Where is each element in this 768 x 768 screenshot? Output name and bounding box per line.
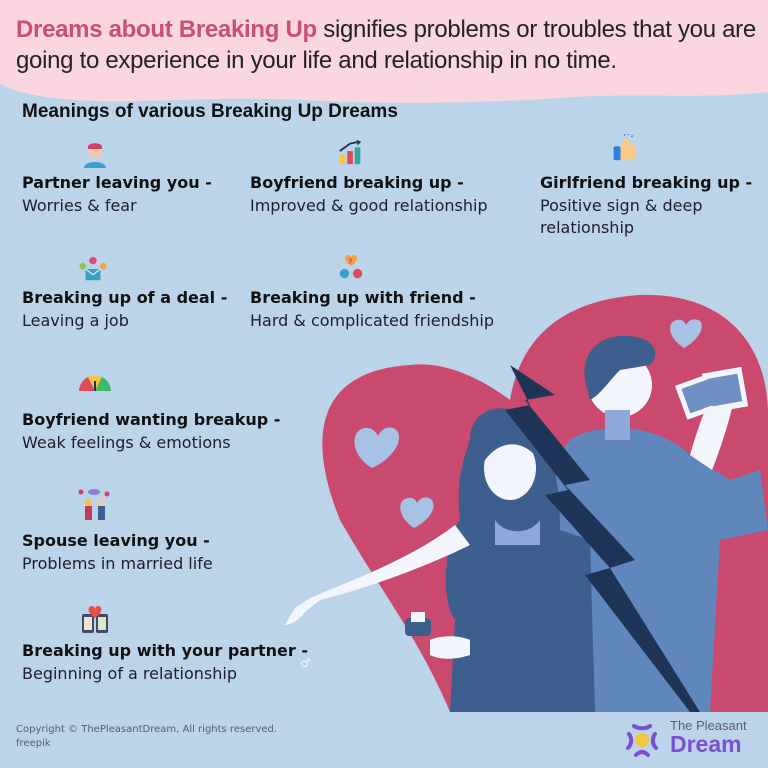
item-description: Leaving a job (22, 311, 129, 330)
item-description: Beginning of a relationship (22, 664, 237, 683)
item-title: Boyfriend wanting breakup - (22, 410, 281, 429)
item-description: Hard & complicated friendship (250, 311, 494, 330)
thumbs-up-icon (613, 134, 636, 161)
item-description: Weak feelings & emotions (22, 433, 231, 452)
logo-line-2: Dream (670, 731, 742, 757)
headline-rest: signifies problems or troubles that you … (16, 16, 756, 74)
item-title: Girlfriend breaking up - (540, 173, 753, 192)
mood-meter-icon (79, 375, 111, 391)
growth-chart-icon (339, 139, 362, 165)
item-description: Improved & good relationship (250, 196, 488, 215)
item-description: Problems in married life (22, 554, 213, 573)
deal-envelope-icon (79, 256, 107, 281)
svg-text:♂: ♂ (300, 656, 311, 670)
headline: Dreams about Breaking Up signifies probl… (16, 14, 761, 76)
headline-accent: Dreams about Breaking Up (16, 16, 317, 43)
star-logo-icon (626, 724, 658, 757)
ring-box-icon (405, 618, 431, 636)
footer: Copyright © ThePleasantDream, All rights… (16, 723, 277, 751)
phones-heart-icon (82, 606, 108, 633)
item-title: Partner leaving you - (22, 173, 212, 192)
small-broken-heart-icon (354, 319, 702, 528)
svg-text:?: ? (348, 256, 352, 265)
item-title: Boyfriend breaking up - (250, 173, 464, 192)
item-description: Worries & fear (22, 196, 137, 215)
credit-text: freepik (16, 738, 51, 749)
question-heart-friends-icon: ? (339, 254, 363, 279)
sad-man-icon (84, 143, 106, 168)
header-wave-background (0, 0, 768, 103)
section-title: Meanings of various Breaking Up Dreams (22, 101, 398, 122)
copyright-text: Copyright © ThePleasantDream, All rights… (16, 724, 278, 735)
man-figure (546, 428, 768, 712)
lightning-crack-icon (505, 365, 700, 712)
item-title: Breaking up with your partner - (22, 641, 308, 660)
item-title: Breaking up of a deal - (22, 288, 228, 307)
item-description: Positive sign & deep relationship (540, 196, 703, 237)
header-banner: Dreams about Breaking Up signifies probl… (0, 0, 768, 110)
logo-line-1: The Pleasant (670, 718, 747, 733)
brand-logo: The Pleasant Dream (622, 718, 762, 760)
item-title: Breaking up with friend - (250, 288, 476, 307)
item-title: Spouse leaving you - (22, 531, 210, 550)
couple-arguing-icon (78, 489, 110, 520)
